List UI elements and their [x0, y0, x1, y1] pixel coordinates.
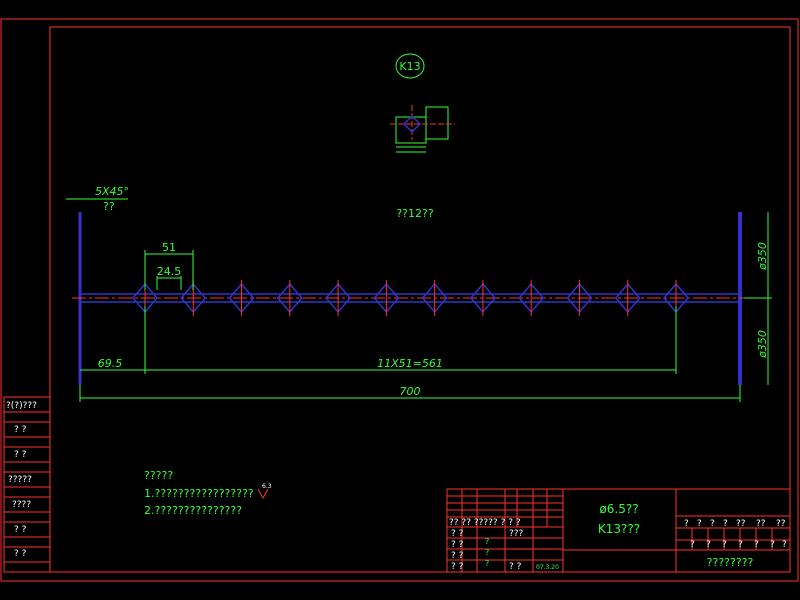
notes-line-2: 2.??????????????? [144, 504, 242, 517]
rv-1: ? [706, 540, 711, 550]
shaft-spike [132, 282, 158, 314]
pitch-annotation: ??12?? [396, 207, 434, 220]
rv-5: ? [770, 540, 775, 550]
dim-total-length-label: 700 [400, 385, 421, 398]
dim-diameter-top: ø350 [756, 242, 769, 271]
dim-pitch-label: 51 [162, 241, 176, 254]
chamfer-label: 5X45° [95, 185, 129, 198]
strip-label-6: ? ? [14, 525, 27, 535]
shaft-spike [518, 282, 545, 314]
shaft-spike [614, 282, 641, 314]
right-value-row: ? ? ? ? ? ? ? [690, 540, 787, 550]
rh-1: ? [697, 519, 702, 529]
notes-line-1: 1.????????????????? [144, 487, 254, 500]
rv-4: ? [754, 540, 759, 550]
rv-3: ? [738, 540, 743, 550]
left-binding-strip [3, 396, 51, 573]
outer-frame [0, 18, 799, 582]
spike-group [132, 280, 689, 316]
strip-label-1: ?(?)??? [6, 401, 37, 411]
title-block-rev-header: ?? ?? ????? ? ? ? [449, 518, 521, 528]
title-block-row-3: ? ? [451, 551, 464, 561]
shaft-spike [180, 282, 207, 314]
rv-2: ? [722, 540, 727, 550]
title-block-row-4b: ? ? [509, 562, 522, 572]
shaft-spike [228, 282, 255, 314]
title-block-row-4: ? ? [451, 562, 464, 572]
drawing-number: ???????? [707, 556, 754, 569]
shaft-spike [276, 282, 303, 314]
right-header-row: ? ? ? ? ?? ?? ?? [684, 519, 786, 529]
rh-3: ? [723, 519, 728, 529]
title-block-date: 07.3.20 [536, 564, 559, 571]
strip-label-5: ???? [12, 500, 31, 510]
roughness-value: 6.3 [262, 483, 272, 490]
shaft-spike [421, 282, 448, 314]
roughness-symbol [257, 488, 269, 500]
title-block-row-2: ? ? [451, 540, 464, 550]
strip-label-2: ? ? [14, 425, 27, 435]
dim-diameter-bottom: ø350 [756, 330, 769, 359]
shaft-spike [325, 282, 352, 314]
rh-6: ?? [776, 519, 786, 529]
rh-5: ?? [756, 519, 766, 529]
rh-2: ? [710, 519, 715, 529]
shaft-spike [566, 282, 593, 314]
title-block-mid: ??? [509, 529, 524, 539]
view-label-bubble [395, 53, 425, 79]
rh-4: ?? [736, 519, 746, 529]
strip-label-3: ? ? [14, 450, 27, 460]
dim-lower [79, 306, 741, 402]
view-label: K13 [399, 60, 420, 73]
chamfer-sub: ?? [103, 200, 115, 213]
section-detail [390, 105, 455, 153]
dim-half-pitch-label: 24.5 [157, 265, 182, 278]
dim-pitch [144, 250, 194, 290]
shaft-spike [663, 282, 689, 314]
title-block-q-2: ? [485, 548, 489, 557]
rv-6: ? [782, 540, 787, 550]
title-block [446, 488, 791, 573]
dim-pattern-label: 11X51=561 [377, 357, 443, 370]
strip-label-7: ? ? [14, 549, 27, 559]
title-block-row-1: ? ? [451, 529, 464, 539]
strip-label-4: ????? [8, 475, 32, 485]
notes-title: ????? [144, 469, 173, 482]
shaft-spike [373, 282, 400, 314]
shaft-spike [469, 282, 496, 314]
dim-half-pitch [156, 276, 182, 290]
rv-0: ? [690, 540, 695, 550]
part-name-line-2: K13??? [598, 522, 640, 536]
dim-start-offset-label: 69.5 [98, 357, 123, 370]
part-name-line-1: ø6.5?? [599, 502, 638, 516]
title-block-q-1: ? [485, 537, 489, 546]
title-block-q-3: ? [485, 559, 489, 568]
rh-0: ? [684, 519, 689, 529]
inner-frame [49, 26, 791, 573]
